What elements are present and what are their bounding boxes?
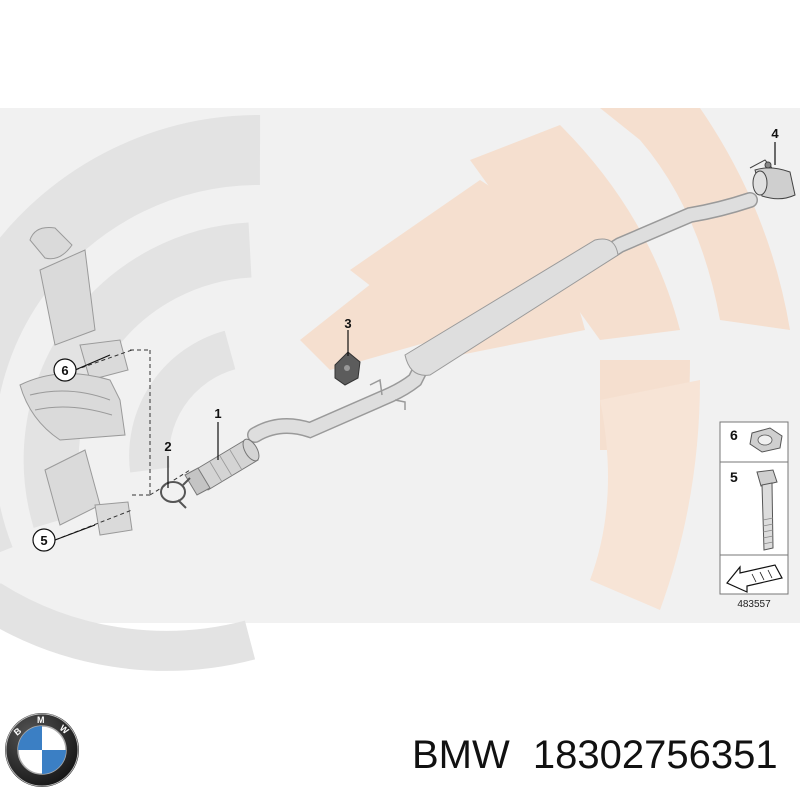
svg-text:5: 5 xyxy=(40,533,47,548)
callout-leaders xyxy=(54,142,776,541)
flange-nut-icon xyxy=(749,427,783,453)
exhaust-pipe xyxy=(247,192,758,443)
callout-3: 3 xyxy=(344,316,351,331)
svg-text:3: 3 xyxy=(344,316,351,331)
bmw-logo-icon: B M W xyxy=(5,713,79,787)
callout-2: 2 xyxy=(164,439,171,454)
flex-pipe xyxy=(184,438,260,496)
callout-5: 5 xyxy=(32,528,56,552)
legend-label-6: 6 xyxy=(730,427,738,443)
callout-1: 1 xyxy=(214,406,221,421)
fastener-legend: 6 5 483557 xyxy=(719,421,789,610)
legend-label-5: 5 xyxy=(730,469,738,485)
direction-arrow-icon xyxy=(726,564,783,593)
svg-text:2: 2 xyxy=(164,439,171,454)
center-muffler xyxy=(404,238,619,376)
part-number: 18302756351 xyxy=(532,733,778,777)
callout-4: 4 xyxy=(771,126,779,141)
svg-text:1: 1 xyxy=(214,406,221,421)
pipe-clamp xyxy=(749,159,796,200)
callout-6: 6 xyxy=(53,358,77,382)
svg-text:M: M xyxy=(37,715,45,725)
exhaust-manifold xyxy=(19,373,126,441)
hex-bolt-icon xyxy=(756,469,778,551)
reference-number: 483557 xyxy=(737,599,771,610)
gasket-ring xyxy=(160,477,191,509)
part-label: BMW 18302756351 xyxy=(412,733,778,778)
svg-text:B: B xyxy=(12,725,24,737)
catalytic-converter-lower xyxy=(44,449,133,536)
brand-name: BMW xyxy=(412,733,510,777)
svg-text:6: 6 xyxy=(61,363,68,378)
svg-text:4: 4 xyxy=(771,126,779,141)
watermark-background xyxy=(0,108,800,671)
